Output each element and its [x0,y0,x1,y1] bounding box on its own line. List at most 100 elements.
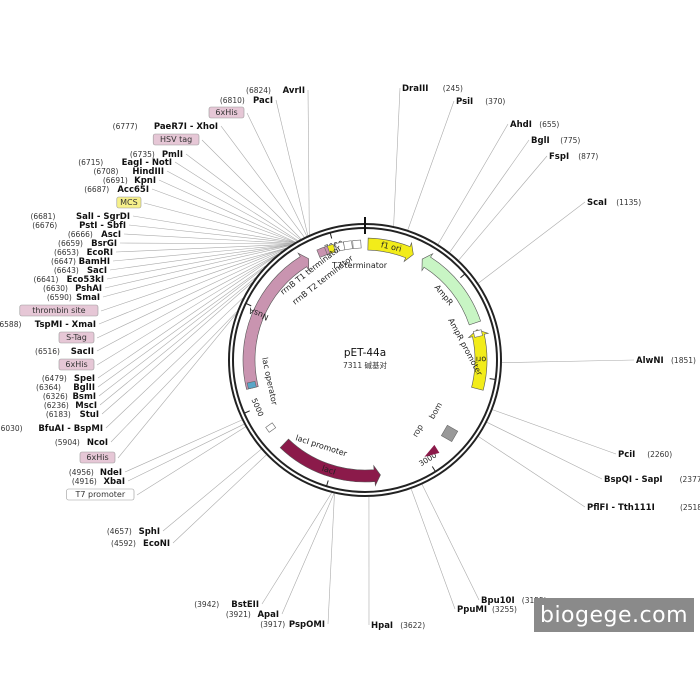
tag-label: 6xHis [215,108,237,117]
tick-mark [489,378,496,380]
site-name: BglI [531,136,550,146]
site-name: AscI [101,230,121,240]
feature-ampr: AmpR [421,252,482,326]
site-position: (4592) [111,539,136,548]
site-name: PsiI [456,97,473,107]
site-leader-line [115,244,292,253]
site-ahdi: AhdI(655) [510,120,559,130]
feature-label: ori [476,355,486,364]
site-bamhi: BamHI(6647) [51,257,110,267]
feature-label: lacI [321,464,337,477]
site-position: (6676) [32,221,57,230]
site-msci: MscI(6236) [44,401,97,411]
site-leader-line [98,268,263,397]
site-position: (6824) [246,86,271,95]
site-leader-line [261,492,332,605]
site-leader-line [105,297,244,429]
feature-arrow [242,252,310,390]
site-name: Eco53kI [67,275,104,285]
site-name: ScaI [587,198,607,208]
site-leader-line [106,244,291,280]
tick-label: 5000 [250,397,266,418]
site-leader-line [407,100,455,230]
site-position: (6659) [58,239,83,248]
tick-mark [431,466,436,472]
site-name: TspMI - XmaI [35,320,96,330]
site-position: (2377) [680,475,700,484]
site-name: NdeI [100,468,122,478]
site-spei: SpeI(6479) [42,374,95,384]
site-leader-line [492,409,617,455]
element-box [316,246,328,258]
site-leader-line [97,265,266,388]
site-bsmi: BsmI(6326) [43,392,96,402]
site-leader-line [97,256,276,379]
site-leader-line [486,422,603,480]
site-name: PshAI [75,284,102,294]
site-eco53ki: Eco53kI(6641) [33,275,104,285]
site-position: (655) [539,120,559,129]
site-position: (6647) [51,257,76,266]
site-sacii: SacII(6516) [35,347,94,357]
site-name: SpeI [74,374,95,384]
site-paci: PacI (6810) [220,96,273,106]
site-eagi-noti: EagI - NotI (6715) [78,158,172,168]
site-name: EagI - NotI [122,158,172,168]
site-position: (2518) [680,503,700,512]
site-leader-line [166,170,298,242]
site-name: PaeR7I - XhoI [154,122,218,132]
site-bspqi-sapi: BspQI - SapI(2377) [604,475,700,485]
site-position: (4956) [69,468,94,477]
site-psii: PsiI(370) [456,97,505,107]
site-leader-line [458,155,548,261]
site-leader-line [96,250,283,339]
site-position: (6653) [54,248,79,257]
site-position: (6810) [220,96,245,105]
tick-mark [326,480,329,487]
site-leader-line [128,224,294,244]
site-position: (6630) [43,284,68,293]
site-ncoi: NcoI(5904) [55,438,108,448]
site-name: StuI [80,410,99,420]
site-s-tag: S-Tag [58,331,95,344]
site-leader-line [307,89,310,235]
element-box [265,422,277,433]
element-box [246,380,257,390]
site-leader-line [102,248,286,298]
feature-bom: bom [427,401,459,443]
watermark: biogege.com [534,598,694,632]
site-leader-line [98,248,286,325]
site-lines [96,87,635,626]
site-name: AlwNI [636,356,664,366]
site-leader-line [327,493,335,625]
site-position: (6681) [30,212,55,221]
site-position: (3255) [492,605,517,614]
element-box [352,239,362,249]
site-name: PacI [253,96,273,106]
site-t7-promoter: T7 promoter [66,488,135,501]
site-leader-line [99,277,256,406]
site-leader-line [174,161,299,241]
site-leader-line [421,484,480,601]
site-position: (6715) [78,158,103,167]
tick-mark [245,302,252,307]
site-leader-line [220,125,305,238]
tag-box [116,196,142,209]
site-leader-line [410,488,456,610]
tag-box [58,358,95,371]
site-pflfi-tth111i: PflFI - Tth111I(2518) [587,503,700,513]
site-leader-line [109,244,291,271]
site-psti-sbfi: PstI - SbfI(6676) [32,221,126,231]
site-name: PmlI [162,150,183,160]
site-bglii: BglII(6364) [36,383,95,393]
tag-label: S-Tag [66,333,87,342]
site-position: (6735) [130,150,155,159]
site-ppumi: PpuMI(3255) [457,605,517,615]
site-name: Acc65I [117,185,149,195]
site-6xhis: 6xHis [58,358,95,371]
site-leader-line [246,112,308,237]
site-position: (6588) [0,320,21,329]
site-leader-line [162,449,262,532]
site-leader-line [136,426,246,496]
site-name: PspOMI [289,620,325,630]
